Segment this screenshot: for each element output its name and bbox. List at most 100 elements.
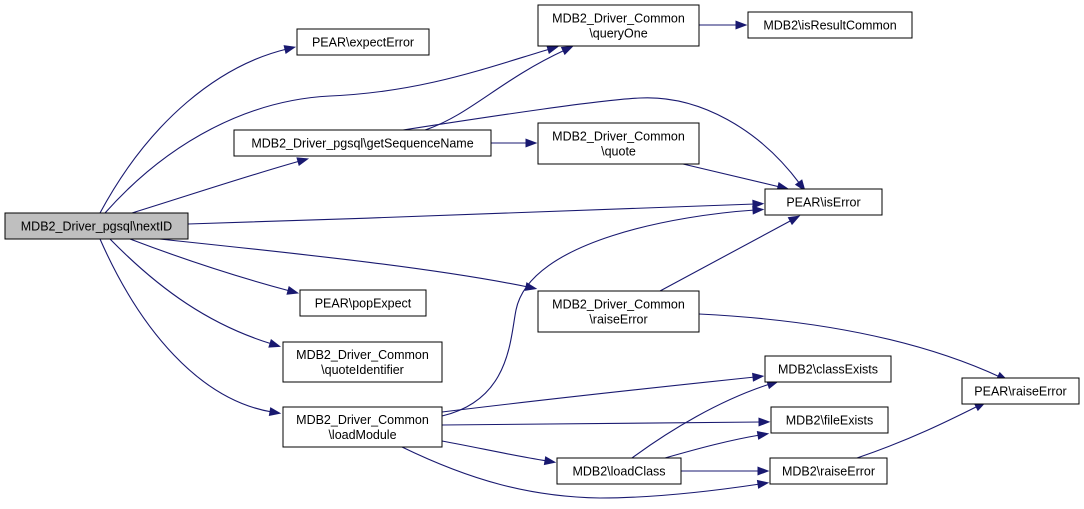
node-label: PEAR\isError xyxy=(786,196,860,210)
node-queryOne[interactable]: MDB2_Driver_Common\queryOne xyxy=(537,4,700,47)
edge-nextID-to-queryOne xyxy=(104,45,560,214)
arrowhead-icon xyxy=(756,479,770,489)
edge-commonRaiseError-to-isError xyxy=(659,215,801,292)
node-quoteIdentifier[interactable]: MDB2_Driver_Common\quoteIdentifier xyxy=(282,341,443,383)
edge-line xyxy=(99,48,288,214)
node-box[interactable] xyxy=(282,406,443,448)
edge-line xyxy=(424,49,566,131)
arrowhead-icon xyxy=(758,417,771,427)
node-label: \raiseError xyxy=(589,313,647,327)
arrowhead-icon xyxy=(756,430,770,440)
node-box[interactable] xyxy=(556,457,682,485)
edge-line xyxy=(441,440,548,462)
edge-line xyxy=(856,405,979,459)
arrowhead-icon xyxy=(752,205,765,215)
edge-loadClass-to-mdb2RaiseError xyxy=(681,466,770,476)
node-loadClass[interactable]: MDB2\loadClass xyxy=(556,457,682,485)
edge-loadModule-to-classExists xyxy=(441,372,765,413)
node-box[interactable] xyxy=(282,341,443,383)
edge-loadClass-to-fileExists xyxy=(664,430,770,459)
node-label: MDB2\isResultCommon xyxy=(763,19,896,33)
node-label: MDB2_Driver_pgsql\getSequenceName xyxy=(251,137,473,151)
node-pearRaiseError[interactable]: PEAR\raiseError xyxy=(961,377,1080,405)
arrowhead-icon xyxy=(268,407,282,417)
node-label: \quote xyxy=(601,145,636,159)
edge-nextID-to-getSequenceName xyxy=(131,157,310,214)
edge-nextID-to-quoteIdentifier xyxy=(109,238,281,348)
edge-getSequenceName-to-queryOne xyxy=(424,46,574,131)
node-label: \queryOne xyxy=(589,27,647,41)
arrowhead-icon xyxy=(794,179,806,192)
node-expectError[interactable]: PEAR\expectError xyxy=(296,28,430,56)
node-box[interactable] xyxy=(299,289,427,317)
node-isResultCommon[interactable]: MDB2\isResultCommon xyxy=(747,11,913,39)
arrowhead-icon xyxy=(296,157,310,167)
edges-layer xyxy=(99,20,1009,499)
edge-line xyxy=(664,434,761,459)
node-box[interactable] xyxy=(537,290,700,333)
node-label: PEAR\expectError xyxy=(312,36,414,50)
node-label: MDB2_Driver_Common xyxy=(552,298,685,312)
arrowhead-icon xyxy=(543,456,557,466)
edge-line xyxy=(187,203,756,225)
edge-line xyxy=(402,97,801,185)
node-box[interactable] xyxy=(537,4,700,47)
edge-nextID-to-commonRaiseError xyxy=(131,235,538,291)
edge-loadModule-to-loadClass xyxy=(441,440,557,466)
arrowhead-icon xyxy=(752,199,765,209)
arrowhead-icon xyxy=(283,45,297,54)
node-label: MDB2\raiseError xyxy=(782,465,875,479)
node-box[interactable] xyxy=(747,11,913,39)
node-getSequenceName[interactable]: MDB2_Driver_pgsql\getSequenceName xyxy=(233,129,492,157)
edge-line xyxy=(109,238,273,345)
edge-line xyxy=(129,238,291,292)
edge-loadClass-to-classExists xyxy=(631,380,779,459)
node-label: MDB2_Driver_Common xyxy=(552,130,685,144)
edge-line xyxy=(441,209,756,417)
node-nextID[interactable]: MDB2_Driver_pgsql\nextID xyxy=(4,212,189,240)
node-box[interactable] xyxy=(769,457,888,485)
edge-line xyxy=(631,383,771,459)
arrowhead-icon xyxy=(735,20,748,30)
arrowhead-icon xyxy=(560,46,574,56)
arrowhead-icon xyxy=(787,215,801,226)
node-box[interactable] xyxy=(537,122,700,165)
node-popExpect[interactable]: PEAR\popExpect xyxy=(299,289,427,317)
node-classExists[interactable]: MDB2\classExists xyxy=(764,355,892,383)
edge-nextID-to-isError xyxy=(187,199,765,225)
node-label: MDB2_Driver_Common xyxy=(296,413,429,427)
node-box[interactable] xyxy=(296,28,430,56)
edge-quote-to-isError xyxy=(682,163,790,191)
node-box[interactable] xyxy=(764,188,883,216)
node-label: MDB2\classExists xyxy=(778,363,878,377)
node-box[interactable] xyxy=(764,355,892,383)
edge-line xyxy=(104,48,551,214)
node-quote[interactable]: MDB2_Driver_Common\quote xyxy=(537,122,700,165)
nodes-layer: MDB2_Driver_pgsql\nextID PEAR\expectError… xyxy=(4,4,1080,485)
node-loadModule[interactable]: MDB2_Driver_Common\loadModule xyxy=(282,406,443,448)
edge-line xyxy=(441,376,756,413)
node-box[interactable] xyxy=(233,129,492,157)
node-label: PEAR\raiseError xyxy=(974,385,1066,399)
node-label: MDB2_Driver_Common xyxy=(296,348,429,362)
arrowhead-icon xyxy=(525,138,538,148)
node-fileExists[interactable]: MDB2\fileExists xyxy=(770,406,889,434)
node-box[interactable] xyxy=(4,212,189,240)
node-isError[interactable]: PEAR\isError xyxy=(764,188,883,216)
edge-getSequenceName-to-quote xyxy=(491,138,538,148)
node-label: \loadModule xyxy=(328,428,396,442)
edge-line xyxy=(441,421,762,426)
node-label: \quoteIdentifier xyxy=(321,363,404,377)
edge-line xyxy=(682,163,781,188)
node-commonRaiseError[interactable]: MDB2_Driver_Common\raiseError xyxy=(537,290,700,333)
arrowhead-icon xyxy=(286,285,300,295)
node-box[interactable] xyxy=(770,406,889,434)
edge-loadModule-to-fileExists xyxy=(441,417,771,427)
node-mdb2RaiseError[interactable]: MDB2\raiseError xyxy=(769,457,888,485)
node-box[interactable] xyxy=(961,377,1080,405)
arrowhead-icon xyxy=(752,372,765,382)
edge-loadModule-to-mdb2RaiseError xyxy=(401,446,770,499)
edge-getSequenceName-to-isError xyxy=(402,97,806,192)
edge-line xyxy=(131,160,301,214)
